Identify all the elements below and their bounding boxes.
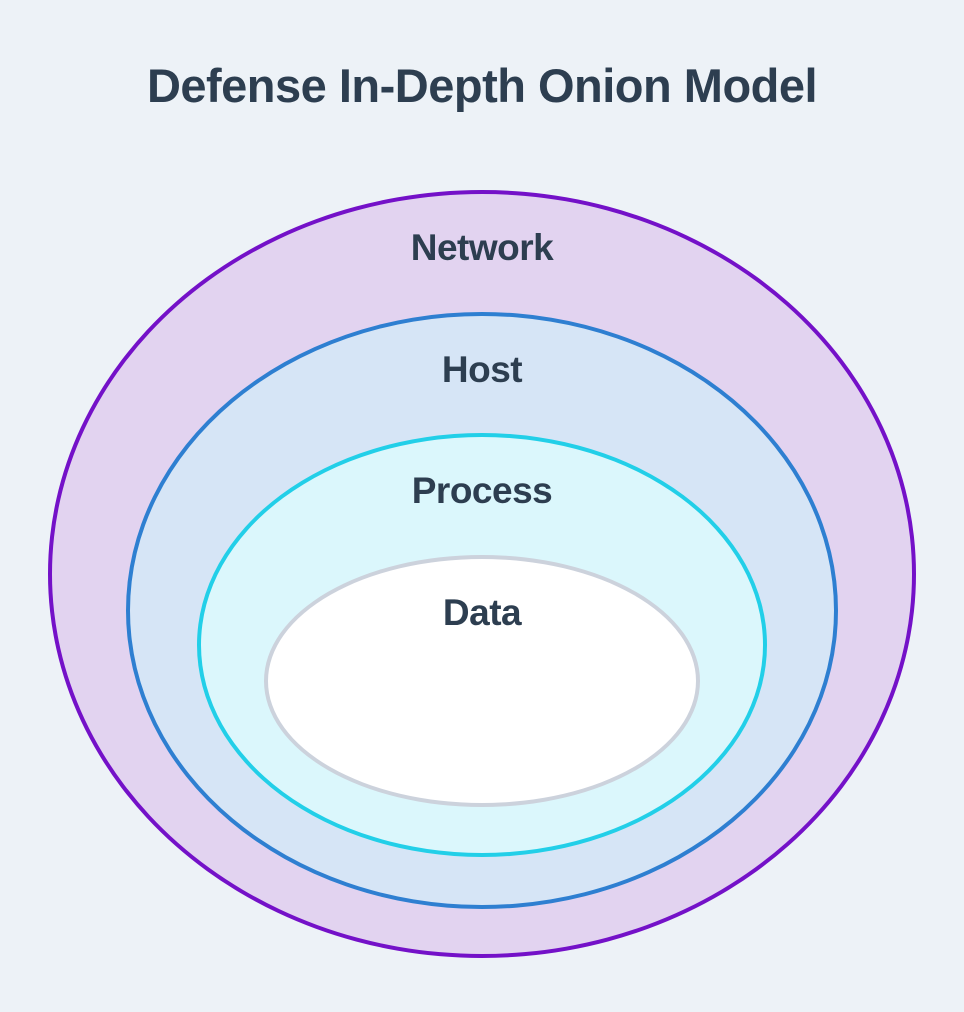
layer-data-label: Data	[442, 592, 522, 633]
layer-network-label: Network	[410, 227, 554, 268]
layer-data: Data	[264, 555, 700, 807]
diagram-title: Defense In-Depth Onion Model	[146, 59, 818, 112]
layer-process-label: Process	[411, 470, 553, 511]
layer-host-label: Host	[441, 349, 523, 390]
